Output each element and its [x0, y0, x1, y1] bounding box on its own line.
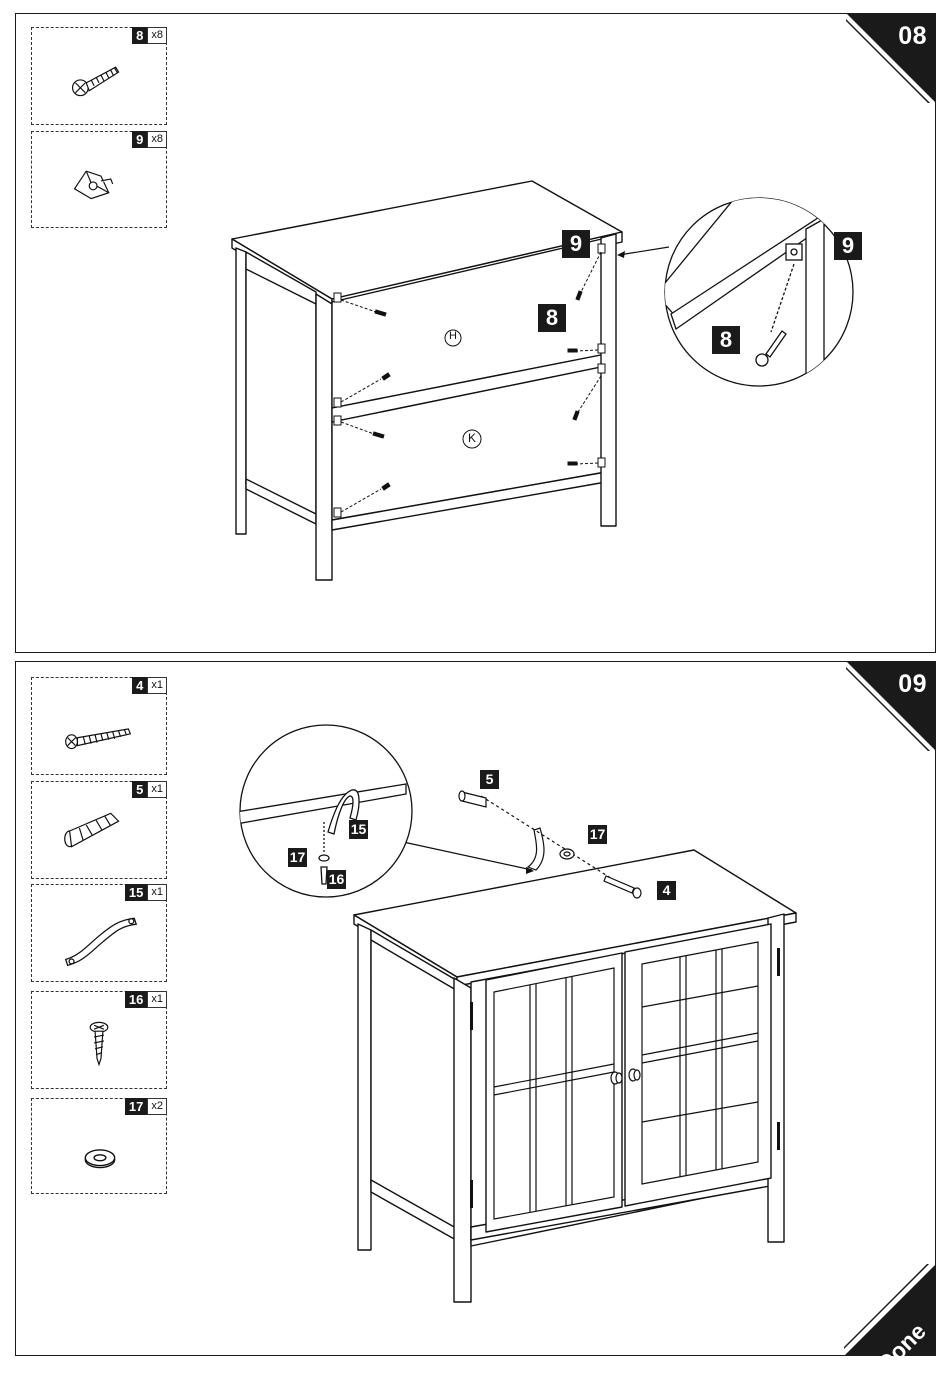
detail-bracket-label: 9	[834, 232, 862, 260]
callout-screw-label: 8	[538, 304, 566, 332]
step-09-panel: 09 Done 4 x1 5 x1	[15, 661, 936, 1356]
callout-bracket-label: 9	[562, 230, 590, 258]
detail-strap-label: 15	[349, 820, 368, 839]
detail-washer-label: 17	[288, 848, 307, 867]
cabinet-front-illustration	[16, 662, 937, 1357]
callout-screw-label: 4	[657, 881, 676, 900]
detail-screw-label: 8	[712, 326, 740, 354]
cabinet-back-illustration	[16, 14, 937, 654]
callout-anchor-label: 5	[480, 770, 499, 789]
callout-washer-label: 17	[588, 825, 607, 844]
panel-label-upper: H	[447, 330, 459, 342]
step-08-panel: 08 8 x8 9 x8	[15, 13, 936, 653]
panel-label-lower: K	[466, 431, 478, 445]
detail-screw-label: 16	[327, 870, 346, 889]
